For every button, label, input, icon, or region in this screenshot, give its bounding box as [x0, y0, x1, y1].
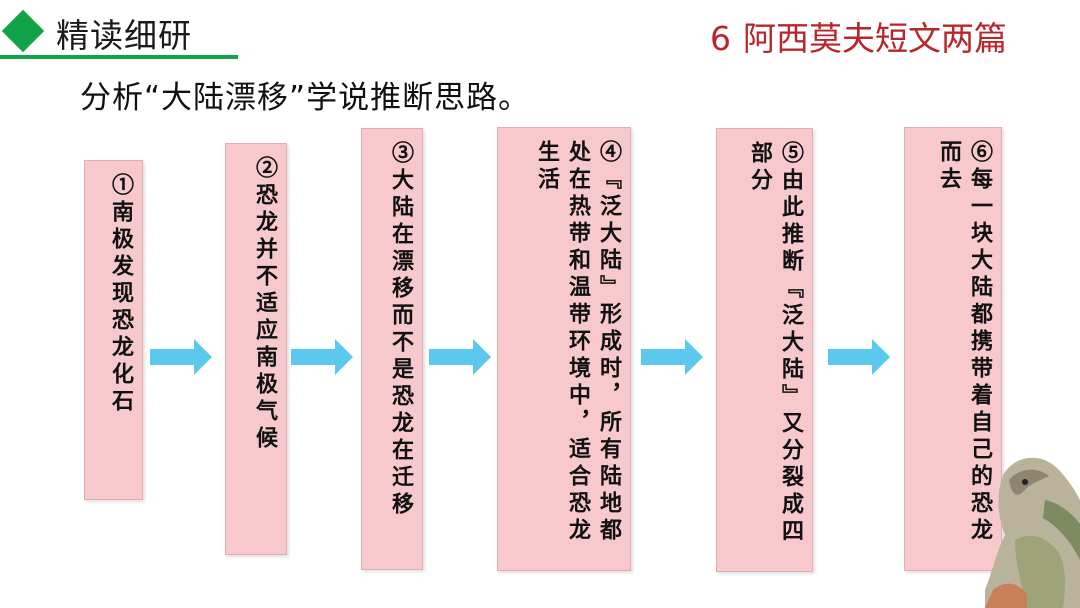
header-divider — [0, 55, 238, 59]
step-box-4: ④『泛大陆』形成时，所有陆地都处在热带和温带环境中，适合恐龙生活 — [497, 127, 631, 571]
diamond-bullet-icon — [2, 10, 44, 52]
lesson-title: 6 阿西莫夫短文两篇 — [710, 12, 1007, 60]
step-text-4: ④『泛大陆』形成时，所有陆地都处在热带和温带环境中，适合恐龙生活 — [504, 140, 624, 560]
step-text-6: ⑥每一块大陆都携带着自己的恐龙而去 — [911, 140, 995, 560]
question-prompt: 分析“大陆漂移”学说推断思路。 — [80, 72, 530, 117]
header: 精读细研 6 阿西莫夫短文两篇 — [0, 0, 1080, 70]
arrow-right-icon — [150, 339, 212, 375]
arrow-right-icon — [429, 339, 491, 375]
step-box-5: ⑤由此推断『泛大陆』又分裂成四部分 — [716, 128, 813, 572]
lesson-name: 阿西莫夫短文两篇 — [743, 19, 1007, 58]
section-title: 精读细研 — [56, 9, 192, 57]
step-text-5: ⑤由此推断『泛大陆』又分裂成四部分 — [723, 141, 806, 561]
step-text-2: ②恐龙并不适应南极气候 — [232, 156, 280, 544]
lesson-number: 6 — [710, 19, 731, 58]
arrow-right-icon — [291, 339, 353, 375]
step-box-2: ②恐龙并不适应南极气候 — [225, 143, 287, 555]
step-box-3: ③大陆在漂移而不是恐龙在迁移 — [361, 128, 423, 570]
arrow-right-icon — [641, 339, 703, 375]
dinosaur-illustration — [985, 440, 1080, 608]
step-text-3: ③大陆在漂移而不是恐龙在迁移 — [368, 141, 416, 559]
step-box-1: ①南极发现恐龙化石 — [84, 160, 143, 500]
step-text-1: ①南极发现恐龙化石 — [91, 173, 136, 489]
arrow-right-icon — [828, 339, 890, 375]
